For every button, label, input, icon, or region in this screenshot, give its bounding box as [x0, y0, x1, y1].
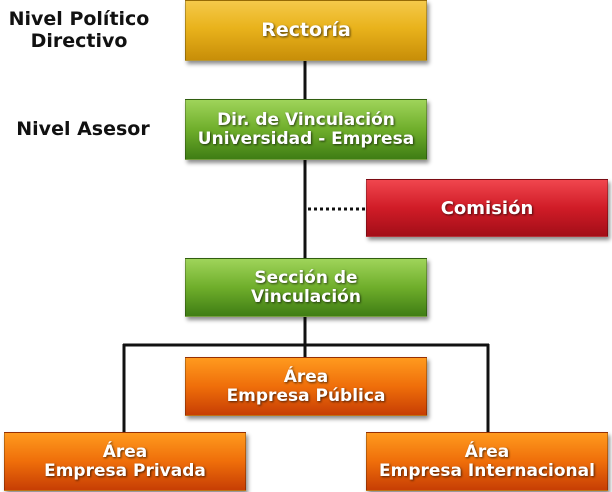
node-label: Empresa Privada — [44, 460, 206, 481]
node-seccion-vinculacion: Sección de Vinculación — [185, 258, 427, 317]
node-label: Área — [283, 366, 329, 387]
node-rectoria: Rectoría — [185, 0, 427, 61]
level-label-asesor: Nivel Asesor — [16, 118, 150, 140]
level-label-line: Nivel Político — [8, 8, 150, 30]
node-area-empresa-privada: Área Empresa Privada — [4, 432, 246, 491]
node-label: Dir. de Vinculación — [217, 109, 395, 130]
level-label-line: Directivo — [30, 30, 128, 52]
node-comision: Comisión — [366, 179, 608, 237]
level-label-politico-directivo: Nivel Político Directivo — [0, 8, 158, 52]
node-label: Empresa Pública — [226, 385, 386, 406]
node-label: Vinculación — [251, 286, 361, 307]
node-label: Comisión — [440, 197, 534, 219]
node-direccion-vinculacion: Dir. de Vinculación Universidad - Empres… — [185, 99, 427, 160]
node-label: Rectoría — [261, 19, 351, 41]
node-label: Universidad - Empresa — [197, 128, 415, 149]
node-label: Área — [102, 441, 148, 462]
node-label: Sección de — [254, 267, 358, 288]
node-label: Empresa Internacional — [379, 460, 595, 481]
node-area-empresa-internacional: Área Empresa Internacional — [366, 432, 608, 491]
node-area-empresa-publica: Área Empresa Pública — [185, 357, 427, 416]
node-label: Área — [464, 441, 510, 462]
